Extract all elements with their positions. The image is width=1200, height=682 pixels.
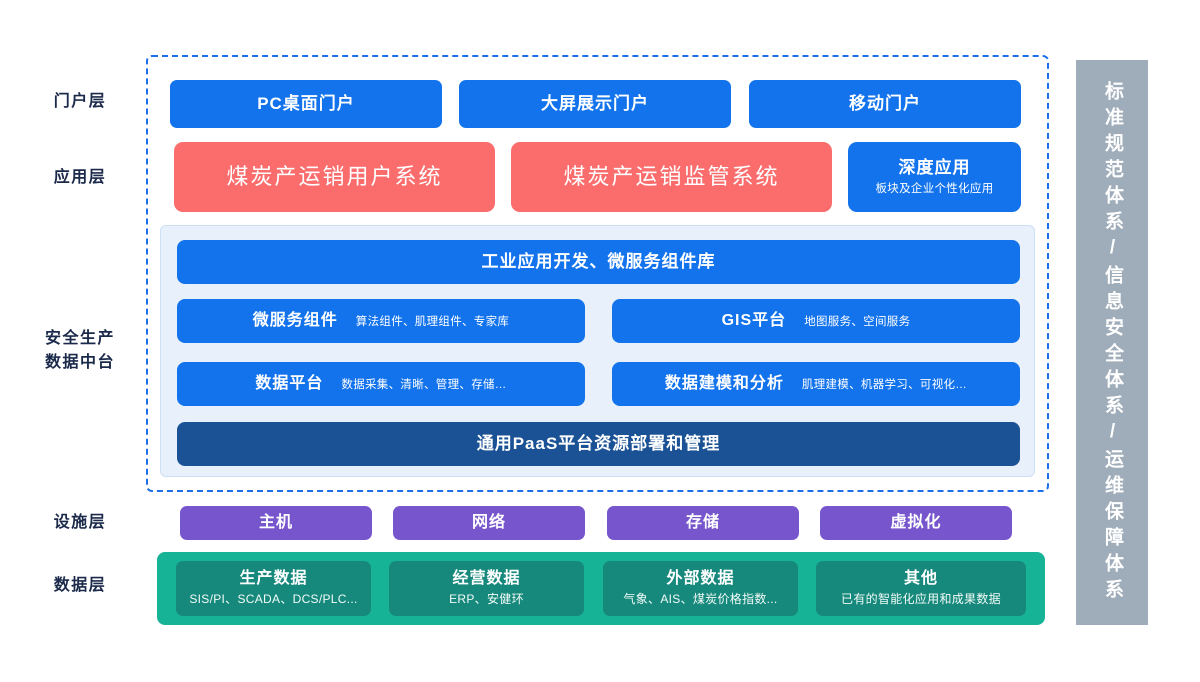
application-item-deep-application[interactable]: 深度应用 板块及企业个性化应用 (848, 142, 1021, 212)
application-item-user-system[interactable]: 煤炭产运销用户系统 (174, 142, 495, 212)
platform-header-bar[interactable]: 工业应用开发、微服务组件库 (177, 240, 1020, 284)
deep-application-label: 深度应用 (898, 158, 971, 178)
data-item-other[interactable]: 其他 已有的智能化应用和成果数据 (816, 561, 1026, 616)
dashed-boundary (146, 55, 1049, 492)
row-label-facility: 设施层 (53, 514, 107, 531)
platform-panel: 工业应用开发、微服务组件库 微服务组件 算法组件、肌理组件、专家库 GIS平台 … (160, 225, 1035, 477)
data-item-label: 生产数据 (239, 570, 308, 588)
facility-item-network[interactable]: 网络 (393, 506, 585, 540)
platform-module-sub: 地图服务、空间服务 (804, 316, 911, 328)
application-item-label: 煤炭产运销监管系统 (563, 164, 780, 190)
data-item-sub: SIS/PI、SCADA、DCS/PLC... (189, 592, 358, 607)
platform-header-label: 工业应用开发、微服务组件库 (481, 252, 716, 272)
facility-item-virtualization[interactable]: 虚拟化 (820, 506, 1012, 540)
application-item-label: 煤炭产运销用户系统 (226, 164, 443, 190)
facility-item-storage[interactable]: 存储 (607, 506, 799, 540)
platform-footer-label: 通用PaaS平台资源部署和管理 (476, 434, 721, 454)
portal-item-bigscreen[interactable]: 大屏展示门户 (459, 80, 731, 128)
deep-application-sub: 板块及企业个性化应用 (875, 182, 994, 195)
portal-item-label: PC桌面门户 (257, 94, 355, 114)
row-label-platform-line2: 数据中台 (44, 354, 115, 371)
row-label-application: 应用层 (53, 169, 107, 186)
governance-sidebar-label: 标准规范体系/信息安全体系/运维保障体系 (1101, 80, 1123, 605)
facility-item-label: 网络 (471, 514, 506, 531)
platform-module-data-modeling[interactable]: 数据建模和分析 肌理建模、机器学习、可视化… (612, 362, 1020, 406)
row-label-portal: 门户层 (53, 93, 107, 110)
platform-module-microservice[interactable]: 微服务组件 算法组件、肌理组件、专家库 (177, 299, 585, 343)
platform-module-sub: 肌理建模、机器学习、可视化… (801, 379, 968, 391)
facility-item-label: 虚拟化 (890, 514, 942, 531)
platform-module-sub: 算法组件、肌理组件、专家库 (355, 316, 510, 328)
portal-item-pc[interactable]: PC桌面门户 (170, 80, 442, 128)
platform-module-label: GIS平台 (721, 312, 787, 329)
platform-module-label: 数据平台 (255, 375, 324, 392)
governance-sidebar: 标准规范体系/信息安全体系/运维保障体系 (1076, 60, 1148, 625)
data-layer-panel: 生产数据 SIS/PI、SCADA、DCS/PLC... 经营数据 ERP、安健… (157, 552, 1045, 625)
row-label-platform-line1: 安全生产 (44, 330, 115, 347)
data-item-production[interactable]: 生产数据 SIS/PI、SCADA、DCS/PLC... (176, 561, 371, 616)
platform-module-gis[interactable]: GIS平台 地图服务、空间服务 (612, 299, 1020, 343)
data-item-external[interactable]: 外部数据 气象、AIS、煤炭价格指数... (603, 561, 798, 616)
application-item-supervision-system[interactable]: 煤炭产运销监管系统 (511, 142, 832, 212)
facility-item-label: 存储 (685, 514, 720, 531)
platform-footer-paas[interactable]: 通用PaaS平台资源部署和管理 (177, 422, 1020, 466)
row-label-data: 数据层 (53, 577, 107, 594)
platform-module-data-platform[interactable]: 数据平台 数据采集、清晰、管理、存储… (177, 362, 585, 406)
facility-item-host[interactable]: 主机 (180, 506, 372, 540)
data-item-label: 其他 (903, 570, 938, 588)
data-item-sub: ERP、安健环 (449, 592, 524, 607)
data-item-business[interactable]: 经营数据 ERP、安健环 (389, 561, 584, 616)
data-item-sub: 气象、AIS、煤炭价格指数... (623, 592, 778, 607)
data-item-sub: 已有的智能化应用和成果数据 (841, 592, 1001, 607)
data-item-label: 外部数据 (666, 570, 735, 588)
platform-module-sub: 数据采集、清晰、管理、存储… (341, 379, 507, 391)
facility-item-label: 主机 (258, 514, 293, 531)
platform-module-label: 数据建模和分析 (664, 375, 784, 392)
portal-item-label: 移动门户 (849, 94, 921, 114)
data-item-label: 经营数据 (452, 570, 521, 588)
portal-item-mobile[interactable]: 移动门户 (749, 80, 1021, 128)
portal-item-label: 大屏展示门户 (541, 94, 649, 114)
platform-module-label: 微服务组件 (252, 312, 338, 329)
